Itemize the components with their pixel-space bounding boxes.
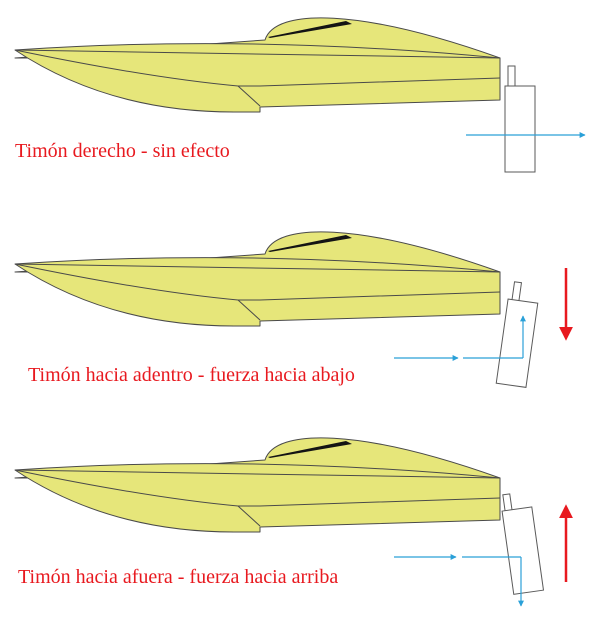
rudder (495, 281, 539, 388)
caption: Timón hacia afuera - fuerza hacia arriba (18, 566, 338, 588)
panel-rudder-outward: Timón hacia afuera - fuerza hacia arriba (14, 437, 573, 607)
cockpit-canopy (268, 235, 352, 252)
rudder (501, 493, 545, 595)
boat-hull (14, 231, 501, 327)
panel-rudder-straight: Timón derecho - sin efecto (14, 17, 586, 173)
cockpit-canopy (268, 21, 352, 38)
boat-hull (14, 437, 501, 533)
rudder (504, 65, 536, 173)
caption: Timón derecho - sin efecto (15, 140, 230, 162)
panel-rudder-inward: Timón hacia adentro - fuerza hacia abajo (14, 231, 573, 388)
cockpit-canopy (268, 441, 352, 458)
caption: Timón hacia adentro - fuerza hacia abajo (28, 364, 355, 386)
boat-hull (14, 17, 501, 113)
